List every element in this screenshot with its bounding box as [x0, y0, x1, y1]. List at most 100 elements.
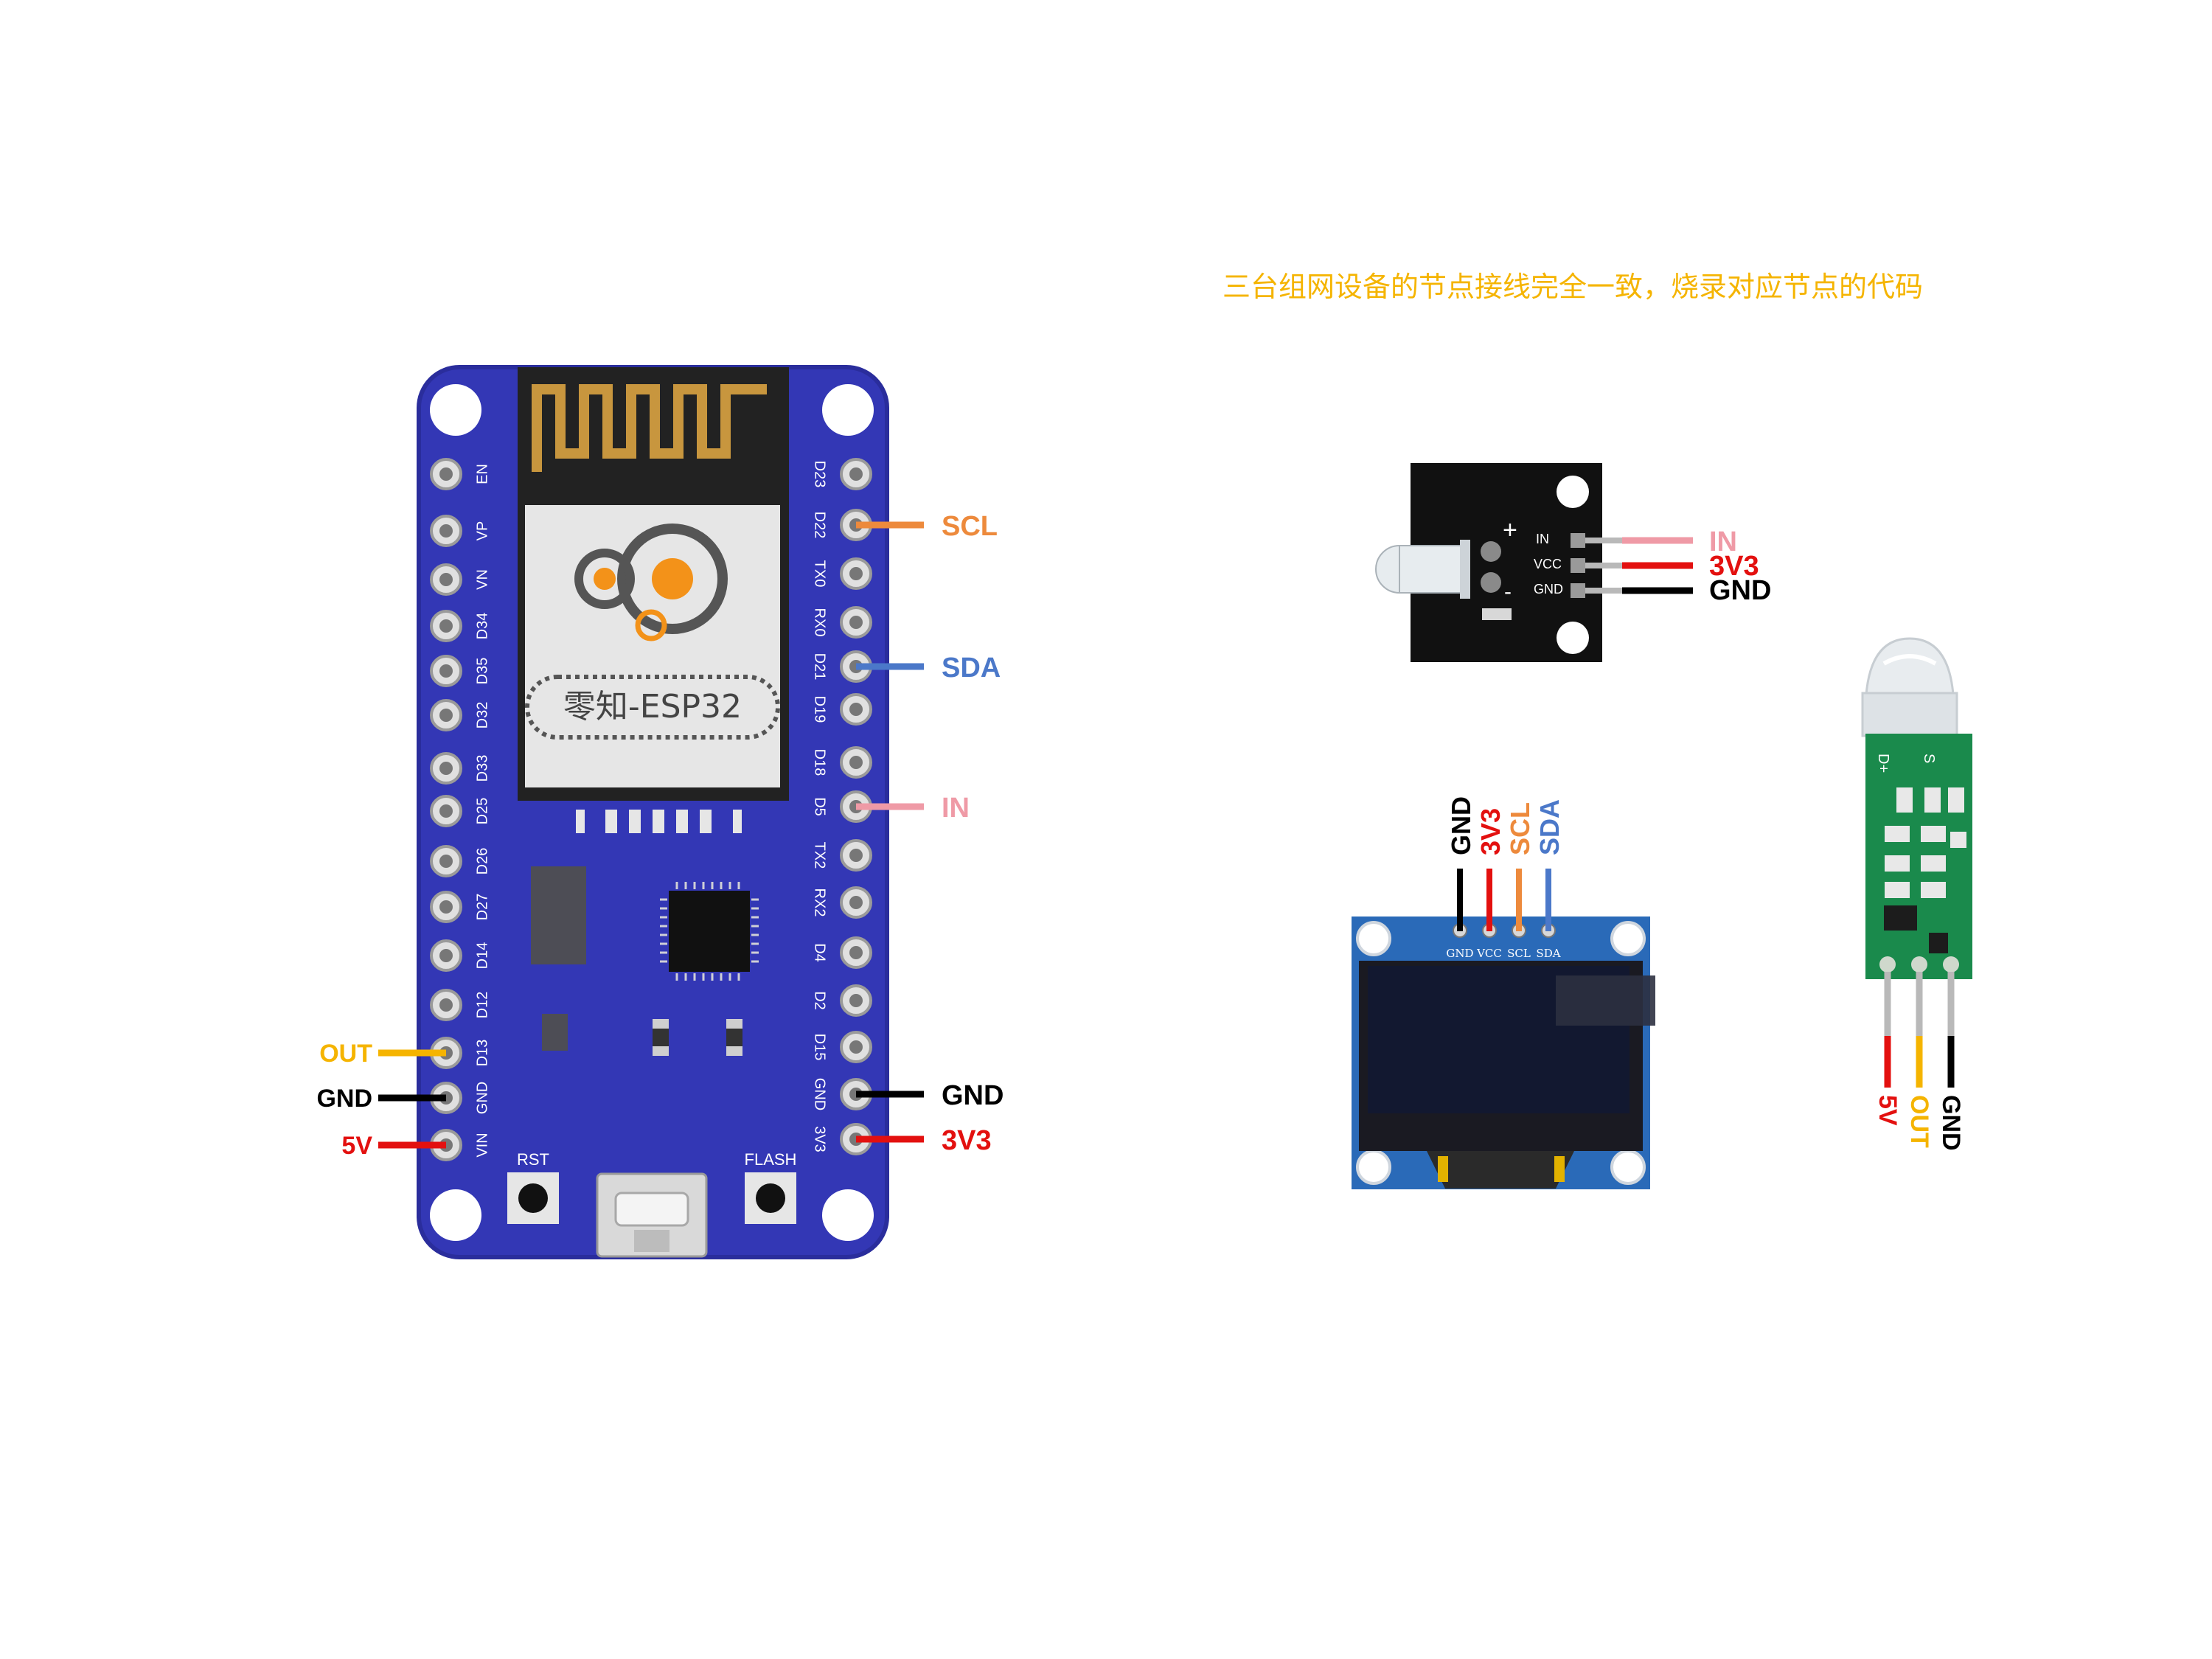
ir-header-pins: [1585, 538, 1622, 594]
wire-label-v33: 3V3: [942, 1125, 992, 1156]
pir-wire-out: OUT: [1905, 1095, 1933, 1148]
pin-label-left-0: EN: [474, 464, 490, 484]
pin-label-right-6: D18: [812, 749, 828, 776]
oled-wire-label-2: SCL: [1505, 802, 1535, 855]
pin-label-right-1: D22: [812, 512, 828, 539]
pin-label-right-9: RX2: [812, 888, 828, 917]
pin-label-right-14: 3V3: [812, 1126, 828, 1152]
pir-mark-s: S: [1921, 754, 1937, 763]
smd-component: [542, 1014, 568, 1051]
zhiling-logo: [574, 524, 728, 641]
mount-hole: [1610, 921, 1646, 956]
pin-label-right-5: D19: [812, 696, 828, 723]
wire-label-sda: SDA: [942, 653, 1001, 684]
wire-label-in: IN: [942, 793, 970, 824]
pin-label-left-10: D14: [474, 942, 490, 970]
mount-hole: [1610, 1150, 1646, 1185]
wire-label-scl: SCL: [942, 511, 998, 542]
pin-label-left-5: D32: [474, 702, 490, 729]
pin-label-left-12: D13: [474, 1040, 490, 1067]
pin-label-right-4: D21: [812, 653, 828, 681]
oled-pin-1: VCC: [1476, 947, 1502, 960]
ir-wire-gnd: GND: [1709, 575, 1771, 606]
module-shield: [525, 505, 780, 787]
wire-label-gnd_right: GND: [942, 1080, 1004, 1111]
ir-wire-in: IN: [1709, 526, 1737, 557]
ir-pin-gnd: GND: [1534, 582, 1563, 597]
esp32-board: 零知-ESP32 RST: [417, 365, 889, 1259]
pin-label-right-0: D23: [812, 461, 828, 488]
pin-label-left-14: VIN: [474, 1133, 490, 1157]
oled-wire-label-1: 3V3: [1475, 808, 1506, 855]
pin-label-left-8: D26: [474, 848, 490, 875]
fresnel-lens: [1861, 637, 1958, 737]
pin-label-right-2: TX0: [812, 560, 828, 588]
wire-label-gnd_left: GND: [316, 1085, 372, 1113]
pin-label-right-12: D15: [812, 1034, 828, 1061]
rst-label: RST: [517, 1150, 549, 1169]
mount-hole: [822, 384, 874, 436]
ir-plus-mark: +: [1503, 516, 1517, 544]
pir-sensor: D+ S: [1861, 637, 1972, 1151]
ir-wires: [1622, 537, 1693, 594]
oled-pin-3: SDA: [1536, 947, 1560, 960]
pin-label-left-11: D12: [474, 992, 490, 1019]
antenna-trace: [532, 384, 767, 472]
ir-module: + - IN VCC GND IN 3V3 GND: [1375, 463, 1771, 662]
pin-label-left-3: D34: [474, 613, 490, 640]
ir-pin-in: IN: [1536, 532, 1549, 546]
module-pads: [576, 810, 742, 833]
usb-serial-chip: [660, 882, 759, 981]
regulator-chip: [531, 866, 586, 964]
ir-wire-3v3: 3V3: [1709, 551, 1759, 582]
pin-label-left-1: VP: [474, 521, 490, 541]
pin-label-right-10: D4: [812, 943, 828, 962]
pir-wire-5v: 5V: [1874, 1095, 1902, 1126]
micro-usb-port[interactable]: [596, 1172, 708, 1258]
pin-label-right-3: RX0: [812, 608, 828, 637]
module-label-frame: [525, 675, 780, 740]
ir-minus-mark: -: [1504, 580, 1512, 604]
mount-hole: [1557, 622, 1589, 654]
mount-hole: [1557, 476, 1589, 508]
pir-components: [1884, 787, 1966, 953]
pin-label-left-6: D33: [474, 755, 490, 782]
oled-wire-label-3: SDA: [1534, 799, 1565, 855]
wire-label-out: OUT: [319, 1040, 372, 1068]
smd-resistor: [726, 1019, 742, 1056]
mount-hole: [1356, 1150, 1391, 1185]
pir-legs: [1884, 972, 1955, 1036]
pin-label-left-13: GND: [474, 1082, 490, 1114]
pin-label-right-8: TX2: [812, 842, 828, 869]
ir-led: [1375, 540, 1470, 599]
pin-label-left-9: D27: [474, 894, 490, 921]
screen-glare: [1556, 975, 1655, 1026]
pin-label-right-13: GND: [812, 1078, 828, 1110]
wire-label-v5: 5V: [341, 1132, 372, 1160]
mount-hole: [430, 1189, 481, 1241]
smd-resistor: [653, 1019, 669, 1056]
board-wires: SCL SDA IN GND 3V3 OUT GND 5V: [316, 511, 1004, 1160]
oled-wire-label-0: GND: [1446, 796, 1476, 855]
pin-label-right-11: D2: [812, 991, 828, 1010]
wiring-note: 三台组网设备的节点接线完全一致，烧录对应节点的代码: [1222, 271, 1924, 303]
pin-label-left-7: D25: [474, 798, 490, 825]
ir-pin-vcc: VCC: [1534, 557, 1562, 571]
pir-wires: [1884, 1036, 1955, 1088]
oled-pin-2: SCL: [1507, 947, 1531, 960]
mount-hole: [430, 384, 481, 436]
oled-pin-0: GND: [1446, 947, 1473, 960]
flash-label: FLASH: [745, 1150, 797, 1169]
smd-resistor: [1482, 608, 1512, 620]
pir-wire-gnd: GND: [1937, 1095, 1965, 1151]
pin-label-right-7: D5: [812, 797, 828, 816]
pir-mark-dplus: D+: [1875, 754, 1891, 773]
mount-hole: [822, 1189, 874, 1241]
pin-label-left-4: D35: [474, 658, 490, 685]
pir-pads: [1879, 956, 1959, 973]
mount-hole: [1356, 921, 1391, 956]
module-label: 零知-ESP32: [563, 688, 742, 726]
